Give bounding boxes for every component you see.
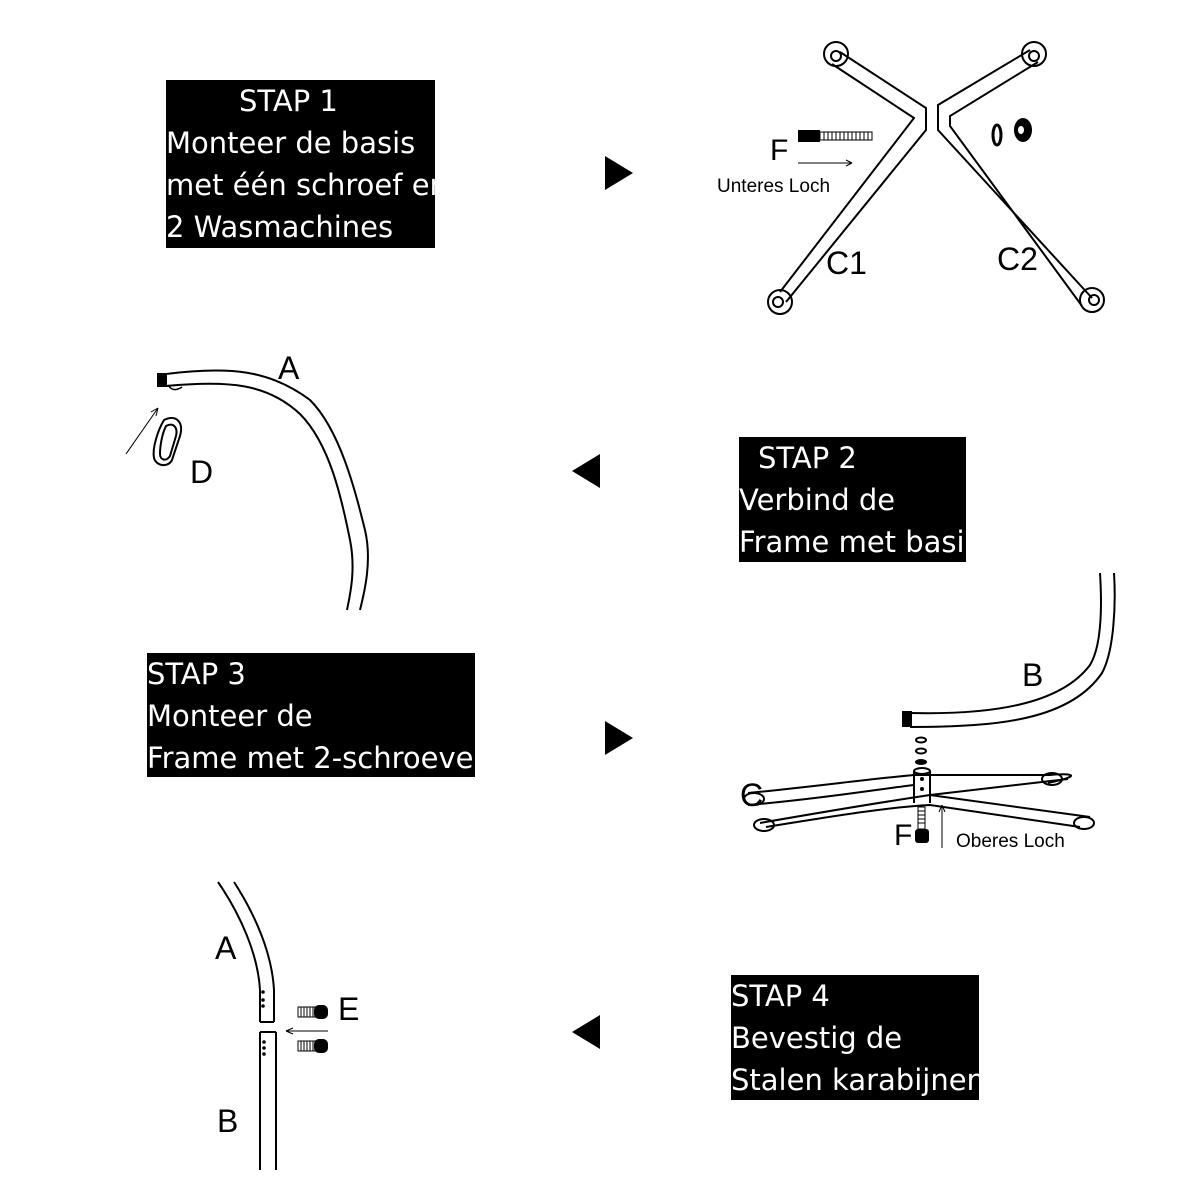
- screw-f-label: F: [894, 819, 912, 852]
- hole-label: Oberes Loch: [956, 831, 1065, 852]
- step-1-line-3: 2 Wasmachines: [166, 210, 394, 244]
- step-2-title: STAP 2: [758, 441, 857, 475]
- leg-c1-label: C1: [826, 245, 867, 281]
- frame-b-label: B: [217, 1103, 238, 1139]
- step-4-line-1: Bevestig de: [731, 1021, 903, 1055]
- step-1-title: STAP 1: [239, 84, 338, 118]
- base-c-label: C: [740, 777, 763, 813]
- arrow-left-icon: [572, 1015, 600, 1049]
- screw-e-label: E: [338, 991, 359, 1027]
- screw-icon: [915, 806, 929, 843]
- step-2-box: STAP 2 Verbind de Frame met basis: [739, 437, 966, 562]
- step-4-line-2: Stalen karabijnen: [731, 1063, 979, 1097]
- screw-icon: [798, 130, 873, 142]
- step-4-box: STAP 4 Bevestig de Stalen karabijnen: [731, 975, 979, 1100]
- arrow-right-icon: [605, 721, 633, 755]
- carabiner-d-label: D: [190, 454, 213, 490]
- carabiner-icon: [152, 417, 182, 466]
- screw-icon: [297, 1005, 328, 1019]
- frame-a-label: A: [278, 350, 300, 386]
- washer-nut-icon: [991, 118, 1032, 147]
- step-3-line-2: Frame met 2-schroeven: [147, 741, 475, 775]
- frame-a-label: A: [215, 930, 237, 966]
- screw-icon: [297, 1039, 328, 1053]
- step-4-title: STAP 4: [731, 979, 830, 1013]
- step-3-box: STAP 3 Monteer de Frame met 2-schroeven: [147, 653, 475, 777]
- step-3-line-1: Monteer de: [147, 699, 313, 733]
- base-assembly-figure: F Unteres Loch C1 C2: [717, 41, 1105, 315]
- frame-a-figure: A D: [125, 350, 369, 611]
- step-2-line-1: Verbind de: [739, 483, 896, 517]
- step-1-line-2: met één schroef en: [166, 168, 435, 202]
- arrow-right-icon: [605, 156, 633, 190]
- step-3-title: STAP 3: [147, 657, 246, 691]
- step-1-line-1: Monteer de basis: [166, 126, 416, 160]
- hole-label: Unteres Loch: [717, 176, 830, 197]
- step-1-box: STAP 1 Monteer de basis met één schroef …: [166, 80, 435, 248]
- frame-b-label: B: [1022, 657, 1043, 693]
- step-2-line-2: Frame met basis: [739, 525, 966, 559]
- frame-joint-figure: A B E: [215, 881, 359, 1170]
- screw-f-label: F: [770, 134, 788, 167]
- arrow-left-icon: [572, 454, 600, 488]
- frame-b-base-figure: B C F Oberes Loch: [740, 572, 1116, 852]
- leg-c2-label: C2: [997, 241, 1038, 277]
